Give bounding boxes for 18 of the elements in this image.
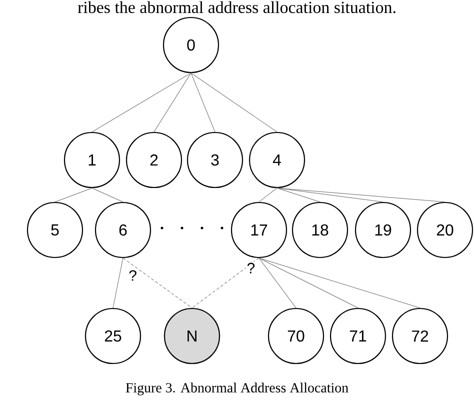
connector-line [190, 72, 278, 132]
connector-line [276, 188, 446, 202]
connector-line [112, 258, 124, 308]
connector-line [258, 258, 358, 308]
connector-line [192, 258, 260, 308]
connector-line [276, 188, 320, 202]
connector-line [258, 258, 296, 308]
connector-line [190, 72, 216, 132]
connector-line [92, 72, 192, 132]
connector-line [154, 72, 192, 132]
edge-label: ? [246, 262, 256, 274]
figure-caption: Figure 3. Abnormal Address Allocation [126, 382, 348, 396]
connector-line [92, 188, 124, 202]
connector-line [258, 258, 420, 308]
connector-line [258, 188, 278, 202]
edge-label: ? [128, 269, 138, 282]
connector-line [122, 258, 192, 308]
connector-line [54, 188, 92, 202]
